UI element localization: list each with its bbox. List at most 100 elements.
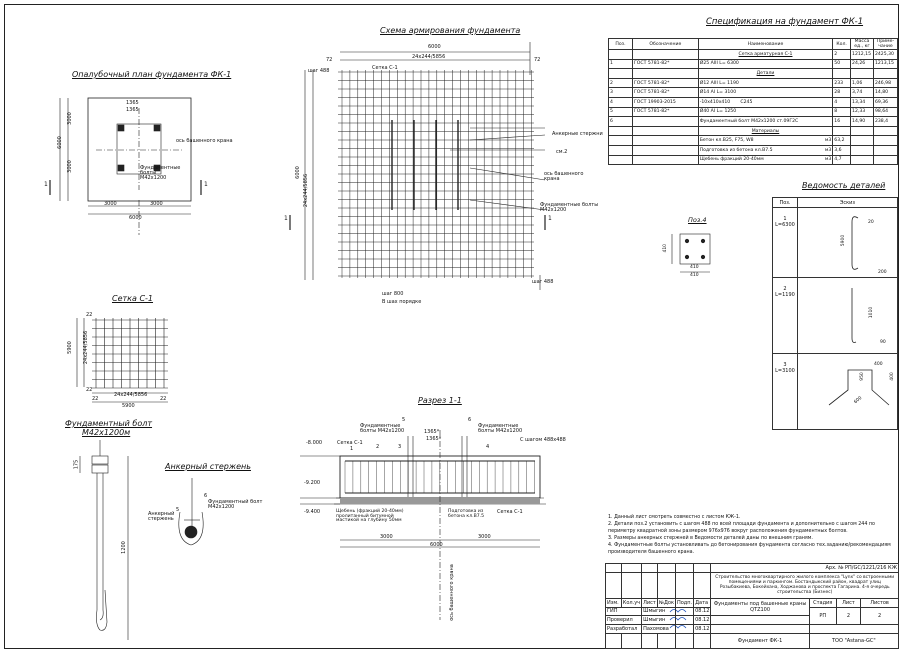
formwork-dim: 3000 <box>66 160 73 173</box>
section-mark: 1 <box>350 446 354 452</box>
section-mark: 5 <box>402 417 406 423</box>
spec-table: Поз. Обозначение Наименование Кол. Масса… <box>608 38 899 166</box>
formwork-dim: 3000 <box>66 112 73 125</box>
section-dim: 1365* <box>426 436 442 442</box>
formwork-dim: 3000 <box>150 201 163 207</box>
tb-person: Шмыгин <box>641 606 676 617</box>
level-mark: -8.000 <box>306 440 323 446</box>
cut-mark: 1 <box>44 181 48 188</box>
note-line: производителя башенного крана. <box>608 549 695 555</box>
pos4-dim: 410 <box>663 243 669 253</box>
note-line: 4. Фундаментные болты установливать до б… <box>608 542 891 548</box>
details-header-row: Поз. Эскиз <box>772 196 898 209</box>
section-dim: 6000 <box>430 542 443 548</box>
section-dim: 3000 <box>380 534 393 540</box>
section-1-1 <box>300 430 546 620</box>
mesh-dim: 22 <box>86 387 93 393</box>
reinf-step: шаг 800 <box>382 291 404 297</box>
reinf-step: шаг 488 <box>532 279 554 285</box>
reinf-anchor-label: Анкерные стержни <box>552 131 603 137</box>
section-label: С шагом 488х488 <box>520 437 566 443</box>
mesh-title: Сетка С-1 <box>112 294 154 303</box>
mesh-dims <box>76 318 168 403</box>
spec-header-row: Поз. Обозначение Наименование Кол. Масса… <box>608 38 899 50</box>
tb-stage-val: 2 <box>860 606 899 625</box>
tb-col: Дата <box>693 597 712 608</box>
note-line: 2. Детали поз.2 установить с шагом 488 п… <box>608 521 875 527</box>
tb-person: Шмыгин <box>641 615 676 625</box>
reinf-dim: 24х244/5856 <box>303 173 310 208</box>
spec-header: Приме-чание <box>872 38 899 50</box>
formwork-dim: 1365 <box>126 107 139 113</box>
spec-section-row: Материалы <box>608 125 899 137</box>
mesh-dim: 22 <box>160 396 167 402</box>
section-mark: 2 <box>376 444 380 450</box>
reinforcement-annotations <box>289 42 546 290</box>
note-line: 3. Размеры анкерных стержней в Ведомости… <box>608 535 813 541</box>
section-mark: 3 <box>398 444 402 450</box>
details-header: Эскиз <box>797 196 898 209</box>
formwork-dim: 6000 <box>129 215 142 221</box>
spec-header: Масса ед., кг <box>850 38 874 50</box>
spec-section-row: Детали <box>608 68 899 79</box>
section-label: Подготовка из бетона кл.В7.5 <box>448 509 485 519</box>
mesh-c1 <box>92 318 168 389</box>
anchor-mark: 6 <box>204 493 208 499</box>
section-dim: 3000 <box>478 534 491 540</box>
mesh-dim: 24х244/5856 <box>83 330 90 365</box>
pos4-dim: 410 <box>690 265 699 270</box>
spec-title: Спецификация на фундамент ФК-1 <box>706 16 864 26</box>
mesh-dim: 22 <box>92 396 99 402</box>
pos4-plate <box>671 233 711 273</box>
formwork-axis: ось башенного крана <box>176 138 233 144</box>
pos4-title: Поз.4 <box>688 216 707 224</box>
anchor-label: Фундаментный болт М42х1200 <box>208 499 263 510</box>
mesh-dim: 5900 <box>122 403 135 409</box>
reinforcement-grid <box>338 70 534 278</box>
reinf-dim: 72 <box>534 57 541 63</box>
section-mark: 6 <box>468 417 472 423</box>
section-axis: ось башенного крана <box>448 564 455 621</box>
anchor-title: Анкерный стержень <box>165 462 251 471</box>
tb-sheet-name: Фундаменты под башенные краны QTZ100 <box>710 597 810 617</box>
spec-header: Наименование <box>697 38 834 50</box>
tb-col: №Док <box>656 597 676 608</box>
mesh-dim: 5900 <box>66 341 73 354</box>
foundation-bolt <box>79 440 129 640</box>
spec-header: Кол. <box>832 38 852 50</box>
tb-date: 08.12 <box>693 606 712 617</box>
anchor-rod <box>178 478 204 546</box>
tb-col: Кол.уч <box>620 597 643 608</box>
reinf-see: см.2 <box>556 149 568 155</box>
mesh-dim: 24х244/5856 <box>114 392 148 398</box>
tb-role: Проверил <box>604 615 643 625</box>
spec-header: Поз. <box>608 38 633 50</box>
formwork-dim: 1365 <box>126 100 139 106</box>
general-notes: 1. Данный лист смотреть совместно с лист… <box>608 515 898 557</box>
tb-stage-val: 2 <box>835 606 862 625</box>
section-label: Щебень (фракций 20-40мм) пролитанный бит… <box>336 509 404 524</box>
reinf-dim: 6000 <box>428 44 441 50</box>
pos4-dim: 410 <box>690 273 699 278</box>
tb-company: ТОО "Astana-GC" <box>808 632 900 650</box>
level-mark: -9.200 <box>304 480 321 486</box>
level-mark: -9.400 <box>304 509 321 515</box>
tb-date: 08.12 <box>693 623 712 634</box>
section-label: Фундаментные болты М42х1200 <box>360 423 405 434</box>
reinf-dim: 24х244/5856 <box>412 54 446 60</box>
cut-mark: 1 <box>548 215 552 222</box>
tb-role: Разработал <box>604 623 643 634</box>
formwork-dim: 6000 <box>56 136 63 149</box>
section-label: Сетка С-1 <box>497 509 523 515</box>
details-title: Ведомость деталей <box>802 181 886 190</box>
